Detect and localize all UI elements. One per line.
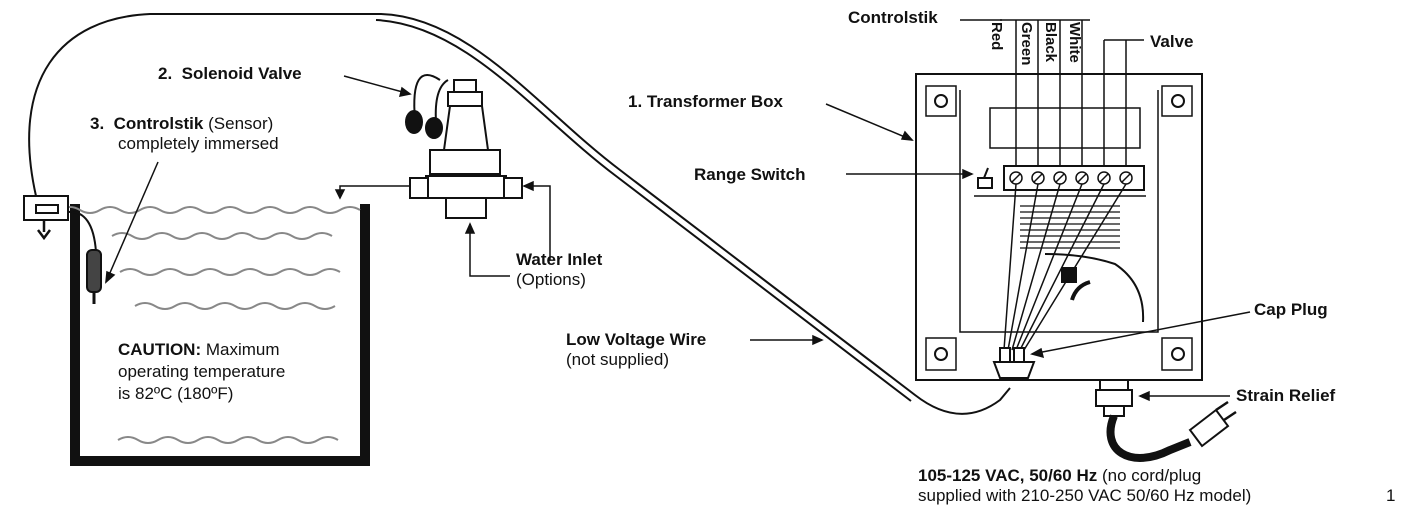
water-inlet-sub: (Options)	[516, 270, 586, 289]
valve-label: Valve	[1150, 32, 1194, 51]
sensor-cable	[28, 13, 1011, 415]
transformer-box	[915, 73, 1237, 462]
sensor-name: Controlstik	[113, 114, 204, 133]
wire-leads	[960, 19, 1144, 166]
wire-label-green: Green	[1018, 22, 1035, 66]
transformer-text: Transformer Box	[646, 92, 783, 111]
sensor-note: (Sensor)	[208, 114, 274, 133]
caution-line1: CAUTION: Maximum	[118, 340, 280, 360]
water-inlet-label: Water Inlet	[516, 250, 603, 269]
low-voltage-label: Low Voltage Wire	[566, 330, 707, 349]
solenoid-text: Solenoid Valve	[181, 64, 302, 83]
water-waves	[59, 206, 361, 444]
power-spec: 105-125 VAC, 50/60 Hz	[918, 466, 1098, 485]
callout-arrows	[105, 75, 1251, 402]
page-number: 1	[1386, 486, 1396, 505]
caution-line3: is 82ºC (180ºF)	[118, 384, 234, 403]
controlstik-sensor	[23, 195, 102, 304]
strain-relief-label: Strain Relief	[1236, 386, 1336, 405]
caution-heading: CAUTION:	[118, 340, 202, 359]
wire-label-black: Black	[1042, 22, 1059, 63]
transformer-label: 1. Transformer Box	[628, 92, 783, 112]
transformer-number: 1.	[628, 92, 643, 111]
sensor-number: 3.	[90, 114, 105, 133]
power-note: (no cord/plug	[1101, 466, 1202, 485]
solenoid-label: 2. Solenoid Valve	[158, 64, 302, 84]
cap-plug-label: Cap Plug	[1254, 300, 1328, 319]
power-line2: supplied with 210-250 VAC 50/60 Hz model…	[918, 486, 1252, 505]
wire-label-white: White	[1066, 22, 1083, 63]
controlstik-top-label: Controlstik	[848, 8, 938, 27]
sensor-label: 3. Controlstik (Sensor)	[90, 114, 273, 134]
caution-line2: operating temperature	[118, 362, 286, 381]
range-switch-label: Range Switch	[694, 165, 806, 184]
solenoid-number: 2.	[158, 64, 173, 83]
tank	[70, 204, 370, 466]
solenoid-valve	[405, 74, 523, 219]
caution-text: Maximum	[205, 340, 280, 359]
power-line1: 105-125 VAC, 50/60 Hz (no cord/plug	[918, 466, 1201, 486]
sensor-line2: completely immersed	[118, 134, 279, 153]
wire-label-red: Red	[988, 22, 1005, 51]
low-voltage-sub: (not supplied)	[566, 350, 670, 369]
